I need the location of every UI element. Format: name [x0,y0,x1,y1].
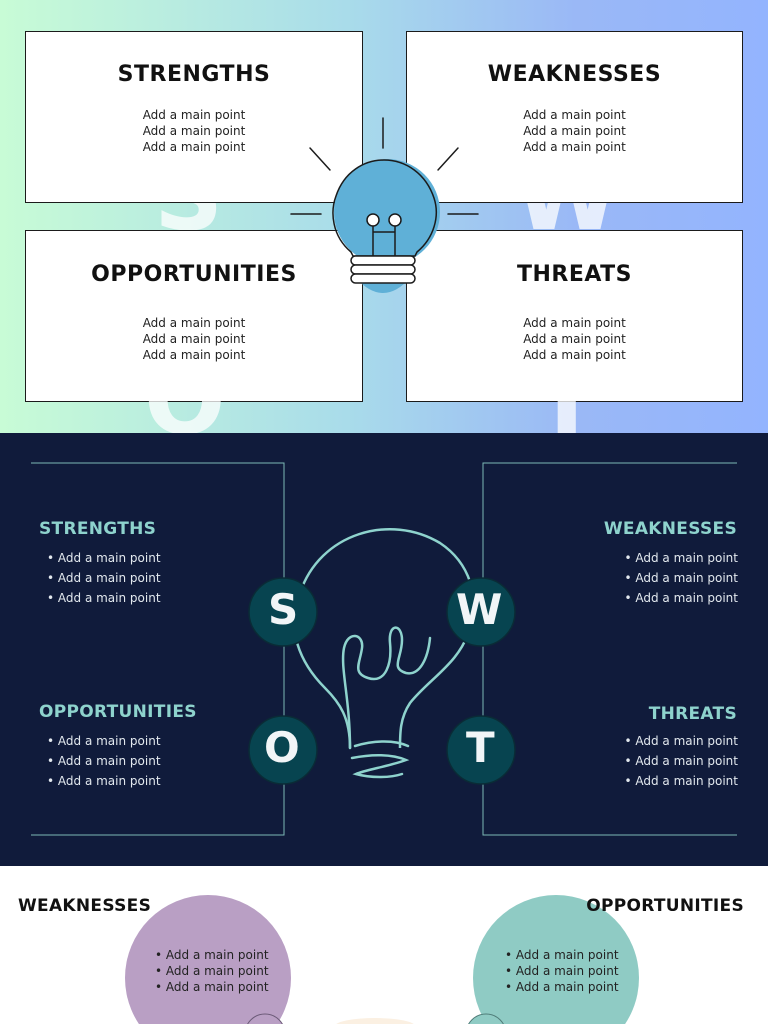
opportunities-title: OPPORTUNITIES [39,702,197,722]
watermark-letter-t: T [534,344,600,433]
weaknesses-point: Add a main point [523,108,626,122]
threats-title: THREATS [648,704,737,724]
strengths-title: STRENGTHS [39,519,157,539]
strengths-point: Add a main point [142,108,246,122]
lightbulb-icon [290,117,479,293]
swot-letter-s: S [268,585,299,634]
opportunities-point: Add a main point [142,348,246,362]
swot-letter-o: O [264,723,300,772]
opportunities-point: Add a main point [505,963,619,979]
strengths-box: STRENGTHS Add a main point Add a main po… [25,31,363,203]
strengths-title: STRENGTHS [117,62,271,87]
weaknesses-point: Add a main point [523,124,626,138]
swot-slide-light: S W STRENGTHS Add a main point Add a mai… [0,0,768,433]
opportunities-point: Add a main point [505,947,619,963]
strengths-point: Add a main point [47,568,161,588]
opportunities-title: OPPORTUNITIES [586,896,744,916]
threats-point: Add a main point [523,332,626,346]
threats-point: Add a main point [624,751,738,771]
threats-point: Add a main point [523,348,626,362]
watermark-letter-o: O [144,344,226,433]
circle-shapes [125,895,639,1024]
weaknesses-title: WEAKNESSES [487,62,662,87]
weaknesses-point: Add a main point [624,568,738,588]
swot-slide-dark: S W O T STRENGTHS Add a main point Add a… [0,433,768,866]
weaknesses-point: Add a main point [155,947,269,963]
opportunities-title: OPPORTUNITIES [91,262,297,287]
threats-points: Add a main point Add a main point Add a … [407,315,742,363]
weaknesses-point: Add a main point [523,140,626,154]
swot-letter-w: W [456,585,503,634]
strengths-points: Add a main point Add a main point Add a … [26,107,362,155]
opportunities-points: Add a main point Add a main point Add a … [26,315,362,363]
weaknesses-box: WEAKNESSES Add a main point Add a main p… [406,31,743,203]
weaknesses-point: Add a main point [624,548,738,568]
opportunities-point: Add a main point [142,332,246,346]
opportunities-point: Add a main point [47,731,161,751]
threats-point: Add a main point [624,731,738,751]
threats-point: Add a main point [624,771,738,791]
strengths-points: Add a main point Add a main point Add a … [47,548,161,608]
strengths-point: Add a main point [142,124,246,138]
threats-point: Add a main point [523,316,626,330]
strengths-point: Add a main point [142,140,246,154]
lightbulb-outline-icon [248,528,516,785]
threats-title: THREATS [516,262,633,287]
swot-slide-circles: WEAKNESSES Add a main point Add a main p… [0,866,768,1024]
weaknesses-title: WEAKNESSES [603,519,737,539]
opportunities-points: Add a main point Add a main point Add a … [47,731,161,791]
opportunities-point: Add a main point [47,771,161,791]
opportunities-box: OPPORTUNITIES Add a main point Add a mai… [25,230,363,402]
opportunities-point: Add a main point [505,979,619,995]
weaknesses-point: Add a main point [624,588,738,608]
weaknesses-point: Add a main point [155,979,269,995]
opportunities-points: Add a main point Add a main point Add a … [505,947,619,995]
weaknesses-point: Add a main point [155,963,269,979]
opportunities-point: Add a main point [142,316,246,330]
frame-lines [31,462,737,836]
strengths-point: Add a main point [47,548,161,568]
threats-points: Add a main point Add a main point Add a … [624,731,738,791]
threats-box: THREATS Add a main point Add a main poin… [406,230,743,402]
weaknesses-points: Add a main point Add a main point Add a … [624,548,738,608]
weaknesses-title: WEAKNESSES [18,896,152,916]
swot-letter-t: T [466,723,495,772]
weaknesses-points: Add a main point Add a main point Add a … [407,107,742,155]
strengths-point: Add a main point [47,588,161,608]
weaknesses-points: Add a main point Add a main point Add a … [155,947,269,995]
opportunities-point: Add a main point [47,751,161,771]
